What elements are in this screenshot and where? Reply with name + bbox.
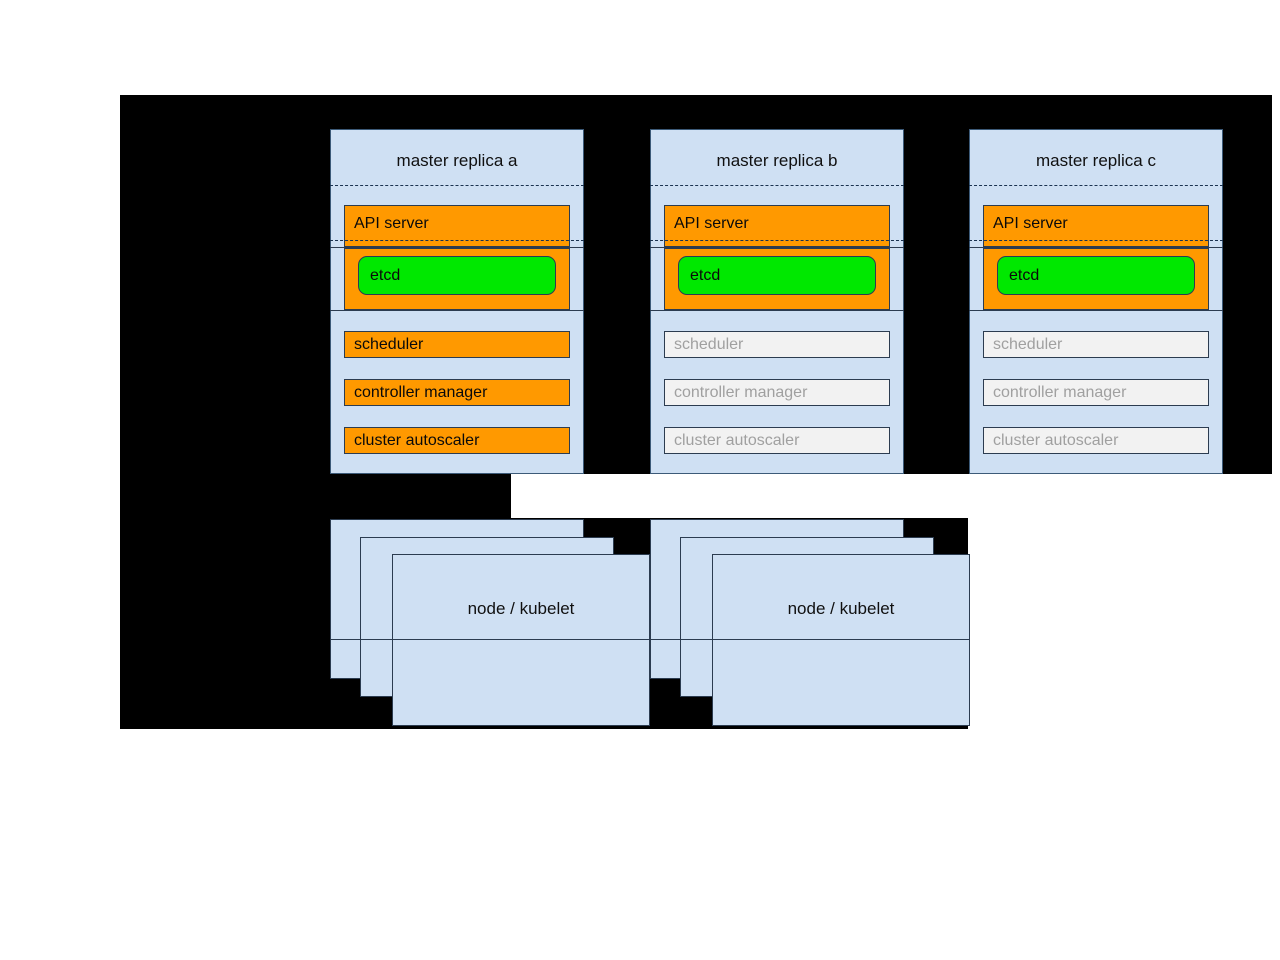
master-replica-a-rule-upper: [330, 247, 584, 248]
master-replica-b-rule-lower: [650, 310, 904, 311]
master-replica-b-scheduler-label: scheduler: [674, 335, 744, 353]
master-replica-c-controller-manager-label: controller manager: [993, 383, 1127, 401]
master-replica-c-cluster-autoscaler[interactable]: cluster autoscaler: [983, 427, 1209, 454]
master-replica-c-title: master replica c: [1036, 151, 1156, 170]
master-replica-b-etcd-label: etcd: [690, 266, 721, 284]
node-stack-left-label: node / kubelet: [467, 599, 575, 618]
master-replica-b-separator: [650, 185, 904, 186]
node-stack-right-card-front[interactable]: [712, 554, 970, 726]
master-replica-a-scheduler[interactable]: scheduler: [344, 331, 570, 358]
master-replica-a-cluster-autoscaler[interactable]: cluster autoscaler: [344, 427, 570, 454]
node-stack-left-card-front[interactable]: [392, 554, 650, 726]
master-replica-b-title: master replica b: [716, 151, 838, 170]
master-replica-c-rule-lower: [969, 310, 1223, 311]
master-replica-b-scheduler[interactable]: scheduler: [664, 331, 890, 358]
node-stack-right-label: node / kubelet: [787, 599, 895, 618]
master-replica-b-api-server-label: API server: [674, 215, 749, 232]
master-replica-c-api-etcd-separator: [969, 240, 1223, 241]
master-replica-c-separator: [969, 185, 1223, 186]
master-replica-b-cluster-autoscaler-label: cluster autoscaler: [674, 431, 800, 449]
master-replica-a-controller-manager[interactable]: controller manager: [344, 379, 570, 406]
master-replica-b-controller-manager[interactable]: controller manager: [664, 379, 890, 406]
master-replica-c-controller-manager[interactable]: controller manager: [983, 379, 1209, 406]
master-replica-a-scheduler-label: scheduler: [354, 335, 424, 353]
master-replica-c-scheduler-label: scheduler: [993, 335, 1063, 353]
master-replica-c-rule-upper: [969, 247, 1223, 248]
master-replica-b-api-etcd-separator: [650, 240, 904, 241]
master-replica-b-rule-upper: [650, 247, 904, 248]
master-replica-b-cluster-autoscaler[interactable]: cluster autoscaler: [664, 427, 890, 454]
master-replica-c-scheduler[interactable]: scheduler: [983, 331, 1209, 358]
node-stack-left-rule: [330, 639, 650, 640]
master-replica-a-cluster-autoscaler-label: cluster autoscaler: [354, 431, 480, 449]
node-stack-right-rule: [650, 639, 970, 640]
master-replica-c-etcd[interactable]: etcd: [997, 256, 1195, 295]
master-replica-a-rule-lower: [330, 310, 584, 311]
master-replica-a-title: master replica a: [396, 151, 518, 170]
master-replica-a-api-server-label: API server: [354, 215, 429, 232]
master-replica-b-controller-manager-label: controller manager: [674, 383, 808, 401]
master-replica-a-api-etcd-separator: [330, 240, 584, 241]
master-replica-a-controller-manager-label: controller manager: [354, 383, 488, 401]
master-replica-c-api-server-label: API server: [993, 215, 1068, 232]
master-replica-c-etcd-label: etcd: [1009, 266, 1040, 284]
master-replica-a-separator: [330, 185, 584, 186]
master-replica-b-etcd[interactable]: etcd: [678, 256, 876, 295]
master-replica-c-cluster-autoscaler-label: cluster autoscaler: [993, 431, 1119, 449]
master-replica-a-etcd[interactable]: etcd: [358, 256, 556, 295]
master-replica-a-etcd-label: etcd: [370, 266, 401, 284]
